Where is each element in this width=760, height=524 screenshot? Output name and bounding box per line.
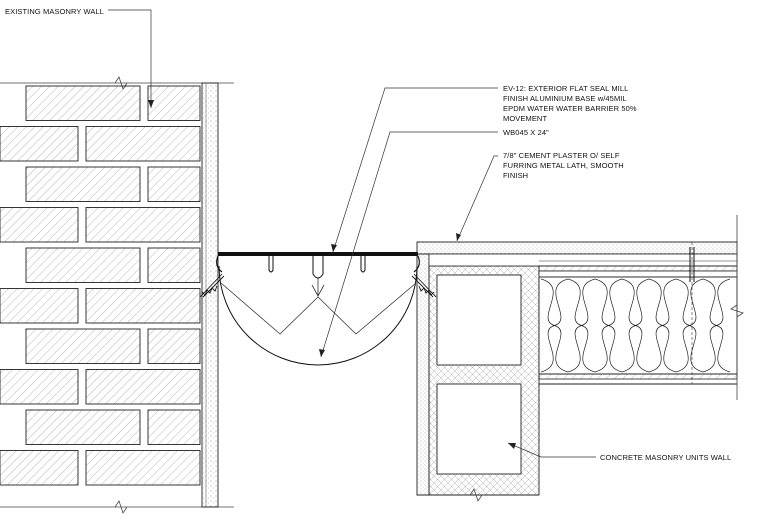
brick xyxy=(85,288,201,324)
brick xyxy=(147,328,201,364)
brick xyxy=(0,288,79,324)
insulation-loop xyxy=(540,278,569,373)
insulation-loop xyxy=(567,278,596,373)
label-ev12-line-3: EPDM WATER WATER BARRIER 50% xyxy=(503,104,637,113)
label-cmu-wall: CONCRETE MASONRY UNITS WALL xyxy=(600,453,731,462)
expansion-joint-assembly xyxy=(199,252,437,366)
brick xyxy=(85,126,201,162)
insulation-loop xyxy=(702,278,731,373)
leader-lines xyxy=(108,9,596,458)
insulation-loop xyxy=(648,278,677,373)
brick xyxy=(0,207,79,243)
brick xyxy=(85,450,201,486)
label-plaster-line-1: 7/8" CEMENT PLASTER O/ SELF xyxy=(503,151,620,160)
insulation-loop xyxy=(621,278,650,373)
label-plaster-line-2: FURRING METAL LATH, SMOOTH xyxy=(503,161,624,170)
label-ev12-line-2: FINISH ALUMINIUM BASE w/45MIL xyxy=(503,94,627,103)
leader-arrowheads xyxy=(148,100,516,449)
brick xyxy=(85,207,201,243)
label-ev12-line-4: MOVEMENT xyxy=(503,114,547,123)
cmu-wall xyxy=(416,215,744,502)
brick xyxy=(0,450,79,486)
brick xyxy=(85,369,201,405)
brick xyxy=(147,166,201,202)
label-existing-masonry-wall: EXISTING MASONRY WALL xyxy=(5,7,104,16)
insulation-loop xyxy=(675,278,704,373)
brick xyxy=(25,328,141,364)
brick xyxy=(147,85,201,121)
brick xyxy=(25,409,141,445)
brick xyxy=(147,409,201,445)
batt-insulation xyxy=(540,278,731,373)
brick xyxy=(25,247,141,283)
brick xyxy=(147,247,201,283)
brick xyxy=(25,85,141,121)
label-wb045: WB045 X 24" xyxy=(503,128,549,137)
label-plaster-line-3: FINISH xyxy=(503,171,528,180)
brick xyxy=(0,126,79,162)
existing-masonry-wall xyxy=(0,76,234,514)
brick xyxy=(0,369,79,405)
insulation-loop xyxy=(594,278,623,373)
brick-courses xyxy=(0,85,201,486)
label-ev12-line-1: EV-12: EXTERIOR FLAT SEAL MILL xyxy=(503,84,628,93)
brick xyxy=(25,166,141,202)
